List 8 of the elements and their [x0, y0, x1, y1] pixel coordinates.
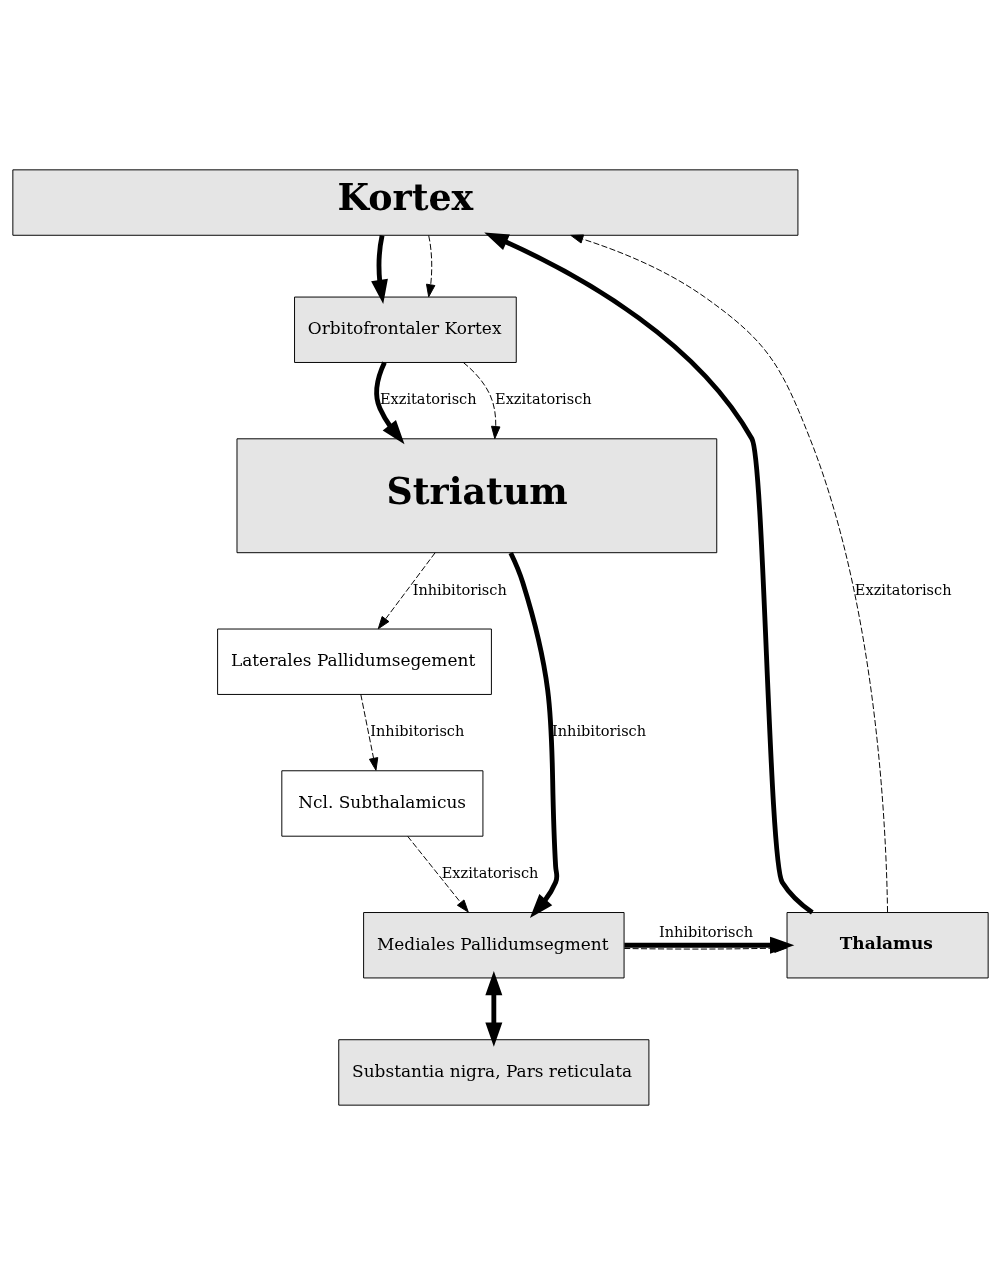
edge-label: Exzitatorisch — [854, 581, 952, 598]
edge-label: Inhibitorisch — [370, 722, 465, 739]
edge-label: Inhibitorisch — [551, 722, 647, 739]
edge-label: Exzitatorisch — [495, 390, 592, 407]
edge-label: Inhibitorisch — [412, 581, 507, 598]
edge-label: Exzitatorisch — [379, 390, 477, 407]
edge-label: Inhibitorisch — [658, 923, 753, 940]
edge-label: Exzitatorisch — [441, 864, 539, 881]
